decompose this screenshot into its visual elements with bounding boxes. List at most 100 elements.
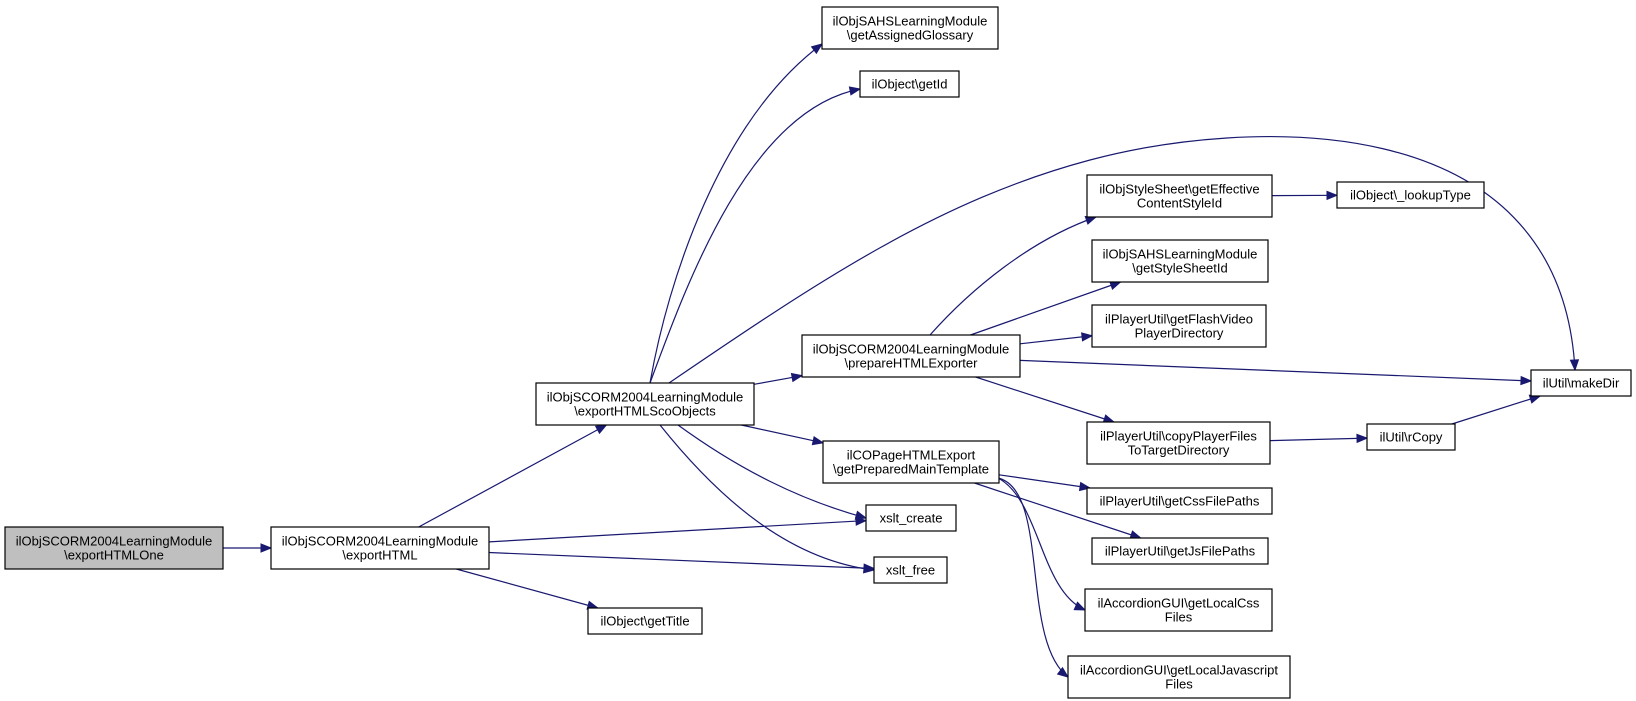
edge-prepareHTMLExporter-to-getFlashVideoPlayerDirectory: [1019, 332, 1094, 345]
edge-arrowhead: [790, 372, 804, 383]
node-rCopy[interactable]: ilUtil\rCopy: [1366, 423, 1456, 451]
edge-line: [975, 376, 1115, 423]
edge-prepareHTMLExporter-to-makeDir: [1019, 359, 1533, 386]
node-box: [1366, 423, 1456, 451]
edge-line: [970, 281, 1121, 336]
edge-exportHTMLScoObjects-to-getAssignedGlossary: [649, 43, 824, 384]
edge-arrowhead: [1356, 433, 1369, 444]
node-exportHTMLScoObjects[interactable]: ilObjSCORM2004LearningModule\exportHTMLS…: [535, 382, 755, 426]
node-label-line: ilCOPageHTMLExport: [847, 448, 976, 463]
node-label-line: ilObject\getId: [872, 77, 948, 92]
edge-prepareHTMLExporter-to-copyPlayerFilesToTargetDirectory: [975, 376, 1116, 424]
node-getStyleSheetId[interactable]: ilObjSAHSLearningModule\getStyleSheetId: [1091, 239, 1269, 283]
edge-arrowhead: [1520, 375, 1533, 386]
edge-exportHTML-to-xslt_free: [488, 551, 876, 573]
edge-line: [659, 424, 875, 571]
node-label-line: ilObjSCORM2004LearningModule: [547, 390, 744, 405]
node-box: [1086, 487, 1273, 515]
edge-exportHTMLScoObjects-to-xslt_create: [677, 424, 868, 520]
edge-getPreparedMainTemplate-to-getLocalJavascriptFiles: [997, 477, 1070, 678]
node-label-line: ilUtil\rCopy: [1380, 430, 1443, 445]
edge-arrowhead: [1056, 666, 1070, 678]
edge-arrowhead: [810, 43, 824, 55]
node-label-line: ContentStyleId: [1137, 196, 1222, 211]
node-box: [4, 526, 224, 570]
node-label-line: Files: [1165, 610, 1193, 625]
edge-exportHTML-to-getTitle: [456, 568, 600, 610]
node-label-line: ilObjSCORM2004LearningModule: [16, 534, 213, 549]
node-box: [1530, 369, 1632, 397]
node-label-line: ilPlayerUtil\getCssFilePaths: [1100, 494, 1260, 509]
node-getPreparedMainTemplate[interactable]: ilCOPageHTMLExport\getPreparedMainTempla…: [822, 440, 1000, 484]
node-getId[interactable]: ilObject\getId: [859, 70, 960, 98]
edge-arrowhead: [1326, 190, 1339, 201]
node-box: [821, 6, 999, 50]
node-box: [859, 70, 960, 98]
node-label-line: ilObjSAHSLearningModule: [833, 14, 988, 29]
edge-line: [488, 519, 867, 543]
edge-line: [997, 477, 1086, 611]
node-label-line: PlayerDirectory: [1135, 326, 1224, 341]
node-box: [1336, 181, 1485, 209]
node-label-line: ilObjSCORM2004LearningModule: [282, 534, 479, 549]
edge-line: [997, 477, 1069, 678]
node-getFlashVideoPlayerDirectory[interactable]: ilPlayerUtil\getFlashVideoPlayerDirector…: [1091, 304, 1267, 348]
node-label-line: \getAssignedGlossary: [847, 28, 974, 43]
edge-exportHTMLScoObjects-to-makeDir: [668, 135, 1580, 384]
node-exportHTMLOne[interactable]: ilObjSCORM2004LearningModule\exportHTMLO…: [4, 526, 224, 570]
edge-line: [649, 88, 861, 384]
node-copyPlayerFilesToTargetDirectory[interactable]: ilPlayerUtil\copyPlayerFilesToTargetDire…: [1086, 421, 1271, 465]
node-getAssignedGlossary[interactable]: ilObjSAHSLearningModule\getAssignedGloss…: [821, 6, 999, 50]
node-label-line: ilObject\getTitle: [600, 614, 689, 629]
edge-line: [1019, 335, 1093, 345]
edge-exportHTMLScoObjects-to-xslt_free: [659, 424, 876, 574]
node-xslt_create[interactable]: xslt_create: [865, 504, 957, 532]
edge-line: [741, 424, 824, 444]
edge-arrowhead: [863, 564, 876, 574]
edge-exportHTML-to-xslt_create: [488, 516, 868, 543]
edge-arrowhead: [1073, 601, 1087, 611]
node-box: [801, 334, 1021, 378]
node-label-line: ilObjSCORM2004LearningModule: [813, 342, 1010, 357]
node-label-line: \exportHTML: [342, 548, 417, 563]
node-exportHTML[interactable]: ilObjSCORM2004LearningModule\exportHTML: [270, 526, 490, 570]
node-box: [535, 382, 755, 426]
node-getJsFilePaths[interactable]: ilPlayerUtil\getJsFilePaths: [1091, 537, 1269, 565]
edge-line: [418, 424, 607, 528]
node-lookupType[interactable]: ilObject\_lookupType: [1336, 181, 1485, 209]
edge-exportHTMLScoObjects-to-getPreparedMainTemplate: [741, 424, 825, 446]
edge-arrowhead: [1084, 215, 1098, 225]
node-getTitle[interactable]: ilObject\getTitle: [587, 607, 703, 635]
node-label-line: ilPlayerUtil\getJsFilePaths: [1105, 544, 1256, 559]
node-getEffectiveContentStyleId[interactable]: ilObjStyleSheet\getEffectiveContentStyle…: [1086, 174, 1273, 218]
node-xslt_free[interactable]: xslt_free: [873, 556, 948, 584]
node-box: [1086, 174, 1273, 218]
node-getCssFilePaths[interactable]: ilPlayerUtil\getCssFilePaths: [1086, 487, 1273, 515]
edge-arrowhead: [1569, 359, 1580, 372]
node-label-line: ilAccordionGUI\getLocalCss: [1098, 596, 1260, 611]
edge-rCopy-to-makeDir: [1451, 394, 1542, 425]
node-prepareHTMLExporter[interactable]: ilObjSCORM2004LearningModule\prepareHTML…: [801, 334, 1021, 378]
edge-arrowhead: [854, 510, 868, 520]
node-box: [822, 440, 1000, 484]
node-box: [1084, 588, 1273, 632]
nodes-layer: ilObjSCORM2004LearningModule\exportHTMLO…: [4, 6, 1632, 699]
edge-getPreparedMainTemplate-to-getLocalCssFiles: [997, 477, 1087, 611]
edge-arrowhead: [260, 543, 273, 553]
edge-arrowhead: [594, 424, 608, 435]
node-label-line: ilUtil\makeDir: [1543, 376, 1620, 391]
edge-arrowhead: [848, 86, 862, 96]
node-label-line: ToTargetDirectory: [1128, 443, 1230, 458]
node-makeDir[interactable]: ilUtil\makeDir: [1530, 369, 1632, 397]
node-label-line: ilPlayerUtil\getFlashVideo: [1105, 312, 1253, 327]
node-box: [1091, 537, 1269, 565]
node-box: [270, 526, 490, 570]
edge-arrowhead: [1081, 332, 1094, 342]
node-label-line: \prepareHTMLExporter: [845, 356, 979, 371]
node-label-line: \getStyleSheetId: [1132, 261, 1227, 276]
node-label-line: ilAccordionGUI\getLocalJavascript: [1080, 663, 1278, 678]
node-label-line: \getPreparedMainTemplate: [833, 462, 989, 477]
node-label-line: xslt_create: [880, 511, 943, 526]
